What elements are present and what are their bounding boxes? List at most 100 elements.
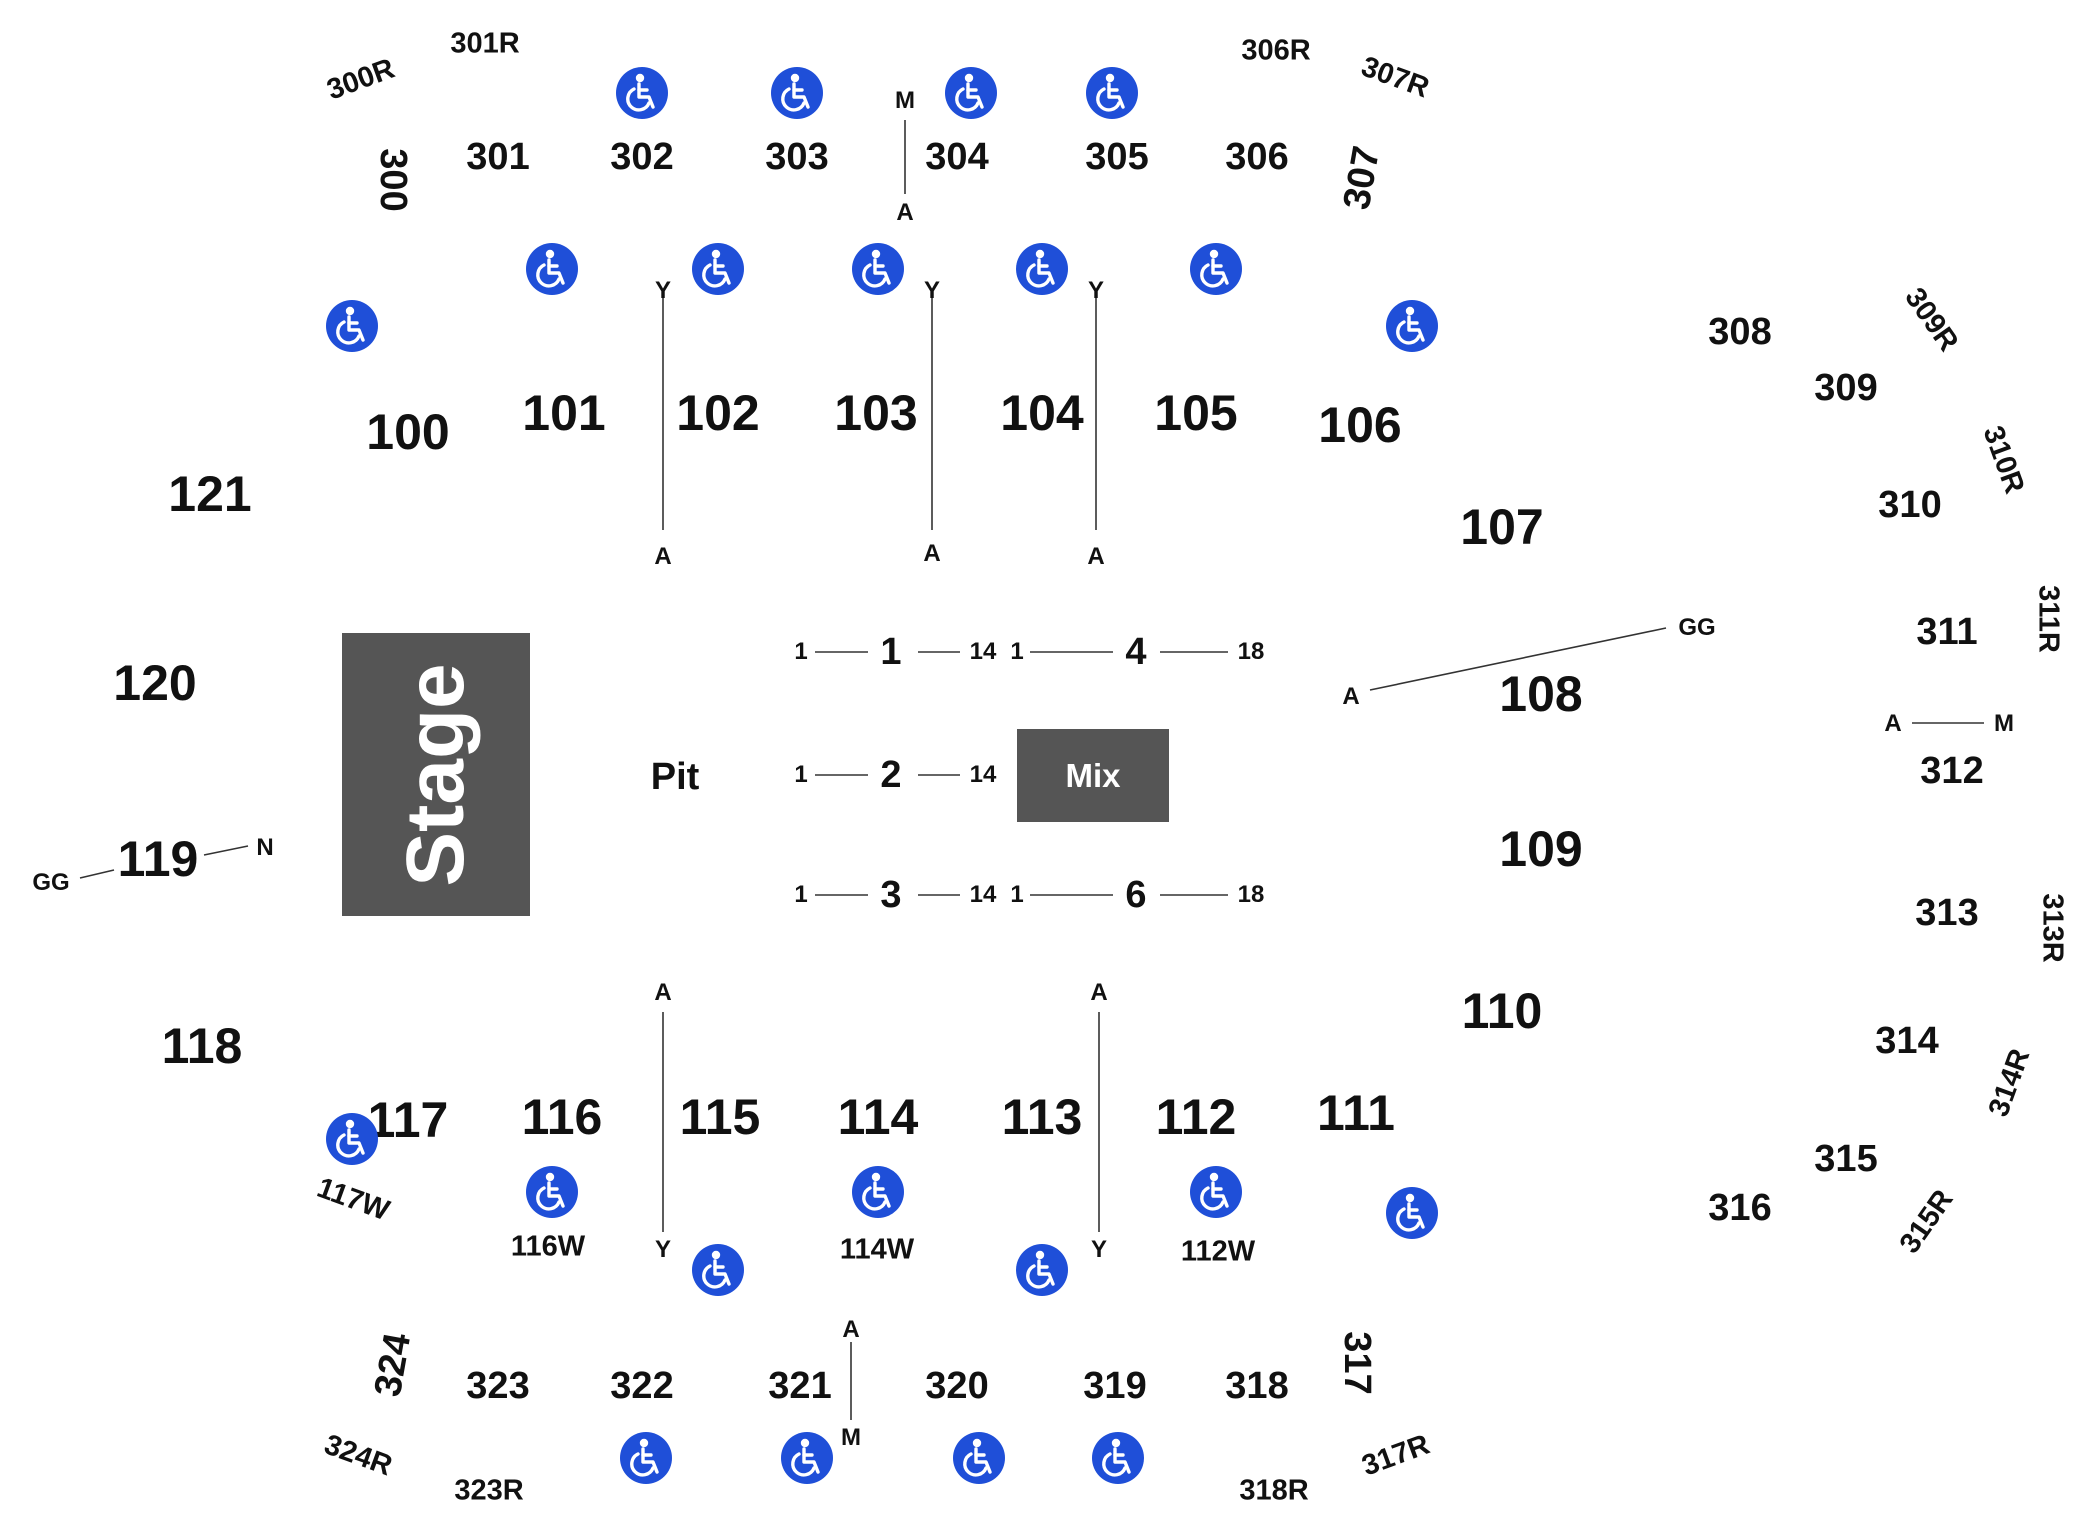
- row-marker-Y: Y: [1087, 277, 1105, 304]
- section-305[interactable]: 305: [1085, 136, 1149, 178]
- wheelchair-icon: [953, 1432, 1005, 1484]
- section-115[interactable]: 115: [679, 1089, 761, 1145]
- wheelchair-icon: [1086, 67, 1138, 119]
- row-marker-Y: Y: [654, 277, 672, 304]
- row-marker-A: A: [1342, 683, 1360, 710]
- row-number-1: 1: [1010, 881, 1024, 908]
- row-323R: 323R: [454, 1474, 524, 1507]
- floor-1[interactable]: 1: [880, 631, 902, 673]
- section-317[interactable]: 317: [1336, 1331, 1378, 1395]
- wheelchair-icon: [771, 67, 823, 119]
- wheelchair-icon: [1190, 1166, 1242, 1218]
- row-marker-A: A: [1087, 543, 1105, 570]
- section-107[interactable]: 107: [1460, 499, 1544, 555]
- section-100[interactable]: 100: [366, 404, 450, 460]
- wheelchair-icon: [945, 67, 997, 119]
- row-number-14: 14: [969, 881, 997, 908]
- section-307[interactable]: 307: [1335, 143, 1389, 213]
- row-marker-A: A: [842, 1316, 860, 1343]
- section-316[interactable]: 316: [1708, 1187, 1772, 1229]
- section-315[interactable]: 315: [1814, 1138, 1878, 1180]
- section-308[interactable]: 308: [1708, 311, 1772, 353]
- section-106[interactable]: 106: [1318, 397, 1402, 453]
- section-103[interactable]: 103: [834, 385, 918, 441]
- row-311R: 311R: [2032, 585, 2065, 653]
- row-number-1: 1: [794, 761, 808, 788]
- section-300[interactable]: 300: [372, 148, 414, 212]
- row-marker-A: A: [923, 540, 941, 567]
- row-301R: 301R: [450, 27, 520, 60]
- section-318[interactable]: 318: [1225, 1365, 1289, 1407]
- row-marker-GG: GG: [1678, 614, 1716, 641]
- row-number-14: 14: [969, 761, 997, 788]
- section-102[interactable]: 102: [676, 385, 760, 441]
- wheelchair-icon: [692, 1244, 744, 1296]
- mix-booth: Mix: [1017, 729, 1169, 822]
- section-311[interactable]: 311: [1916, 611, 1978, 653]
- row-marker-Y: Y: [923, 277, 941, 304]
- wheelchair-icon: [1190, 243, 1242, 295]
- accessible-116W: 116W: [510, 1230, 586, 1263]
- section-303[interactable]: 303: [765, 136, 829, 178]
- section-112[interactable]: 112: [1155, 1089, 1237, 1145]
- row-marker-A: A: [896, 199, 914, 226]
- row-number-1: 1: [794, 638, 808, 665]
- section-110[interactable]: 110: [1461, 983, 1543, 1039]
- row-marker-GG: GG: [32, 869, 70, 896]
- wheelchair-icon: [620, 1432, 672, 1484]
- row-marker-A: A: [1090, 979, 1108, 1006]
- section-302[interactable]: 302: [610, 136, 674, 178]
- stage-label: Stage: [390, 662, 481, 887]
- row-marker-M: M: [895, 87, 915, 114]
- row-number-1: 1: [794, 881, 808, 908]
- section-120[interactable]: 120: [113, 655, 197, 711]
- section-313[interactable]: 313: [1915, 892, 1979, 934]
- row-number-18: 18: [1237, 881, 1265, 908]
- accessible-112W: 112W: [1180, 1235, 1256, 1268]
- floor-2[interactable]: 2: [880, 754, 902, 796]
- section-113[interactable]: 113: [1001, 1089, 1083, 1145]
- wheelchair-icon: [1386, 1187, 1438, 1239]
- section-111[interactable]: 111: [1317, 1085, 1395, 1141]
- section-304[interactable]: 304: [925, 136, 989, 178]
- section-312[interactable]: 312: [1920, 750, 1984, 792]
- wheelchair-icon: [1016, 243, 1068, 295]
- section-322[interactable]: 322: [610, 1365, 674, 1407]
- section-306[interactable]: 306: [1225, 136, 1289, 178]
- row-marker-A: A: [654, 543, 672, 570]
- row-marker-A: A: [654, 979, 672, 1006]
- wheelchair-icon: [692, 243, 744, 295]
- section-104[interactable]: 104: [1000, 385, 1084, 441]
- floor-3[interactable]: 3: [880, 874, 902, 916]
- row-marker-M: M: [1994, 710, 2014, 737]
- section-108[interactable]: 108: [1499, 666, 1583, 722]
- section-121[interactable]: 121: [168, 466, 252, 522]
- section-118[interactable]: 118: [161, 1018, 243, 1074]
- section-309[interactable]: 309: [1814, 367, 1878, 409]
- section-310[interactable]: 310: [1878, 484, 1942, 526]
- floor-4[interactable]: 4: [1125, 631, 1147, 673]
- row-marker-Y: Y: [654, 1236, 672, 1263]
- section-109[interactable]: 109: [1499, 821, 1583, 877]
- section-319[interactable]: 319: [1083, 1365, 1147, 1407]
- row-number-18: 18: [1237, 638, 1265, 665]
- section-314[interactable]: 314: [1875, 1020, 1939, 1062]
- section-101[interactable]: 101: [522, 385, 606, 441]
- section-324[interactable]: 324: [366, 1330, 420, 1400]
- section-116[interactable]: 116: [521, 1089, 603, 1145]
- section-320[interactable]: 320: [925, 1365, 989, 1407]
- section-117[interactable]: 117: [367, 1092, 449, 1148]
- section-301[interactable]: 301: [466, 136, 530, 178]
- section-323[interactable]: 323: [466, 1365, 530, 1407]
- section-119[interactable]: 119: [117, 831, 199, 887]
- wheelchair-icon: [1386, 300, 1438, 352]
- wheelchair-icon: [852, 1166, 904, 1218]
- accessible-114W: 114W: [839, 1233, 915, 1266]
- wheelchair-icon: [616, 67, 668, 119]
- section-114[interactable]: 114: [837, 1089, 919, 1145]
- row-306R: 306R: [1241, 34, 1311, 67]
- section-105[interactable]: 105: [1154, 385, 1238, 441]
- floor-6[interactable]: 6: [1125, 874, 1147, 916]
- section-321[interactable]: 321: [768, 1365, 832, 1407]
